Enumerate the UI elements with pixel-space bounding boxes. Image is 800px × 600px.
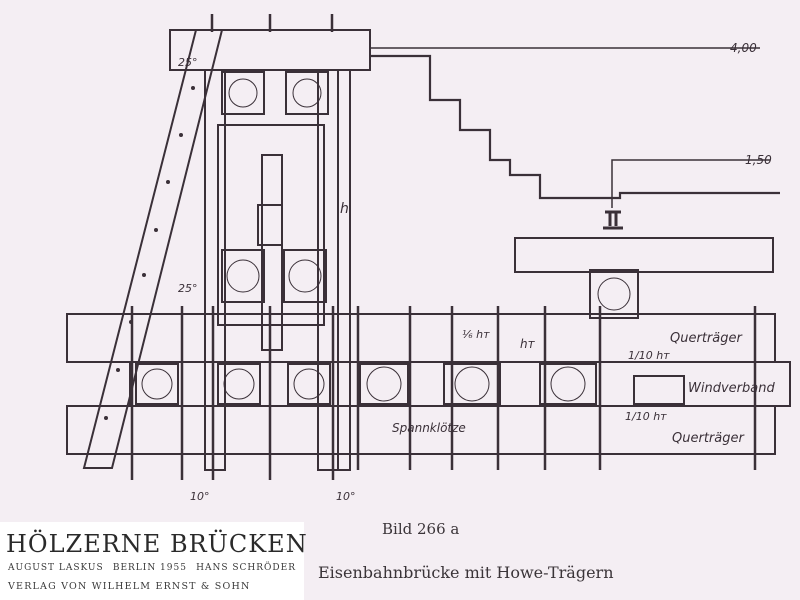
rail [603, 210, 623, 230]
vertical-post [317, 69, 339, 471]
book-authors-row: AUGUST LASKUS BERLIN 1955 HANS SCHRÖDER [8, 563, 296, 573]
level-rail-label: 1,50 [745, 153, 772, 167]
mid-block [221, 249, 265, 303]
spacer-blocks [135, 363, 685, 405]
spannkloetze-label: Spannklötze [392, 421, 466, 435]
center-post [261, 154, 283, 351]
fraction-upper-label: ⅙ hᴛ [462, 328, 490, 341]
vertical-post [204, 69, 226, 471]
lower-cross-beam [66, 405, 776, 455]
upper-block [221, 71, 265, 115]
bolts [130, 14, 757, 480]
angle-bottom-right-label: 10° [336, 490, 356, 503]
vertical-post [337, 69, 351, 471]
book-publisher: VERLAG VON WILHELM ERNST & SOHN [8, 581, 251, 592]
angle-bottom-left-label: 10° [190, 490, 210, 503]
fraction-right-label: 1/10 hᴛ [628, 349, 670, 362]
angle-top-label: 25° [178, 56, 198, 69]
book-author-2: HANS SCHRÖDER [196, 563, 296, 573]
book-place-year: BERLIN 1955 [112, 563, 187, 573]
inclined-strut [82, 29, 224, 469]
quertraeger-lower-label: Querträger [672, 431, 745, 446]
level-top-label: 4,00 [730, 41, 757, 55]
book-title-block: HÖLZERNE BRÜCKEN AUGUST LASKUS BERLIN 19… [0, 522, 307, 600]
mid-block [283, 249, 327, 303]
book-author-1: AUGUST LASKUS [8, 563, 104, 573]
height-label: h [340, 201, 349, 217]
figure-caption: Eisenbahnbrücke mit Howe-Trägern [318, 563, 614, 582]
embankment-profile [370, 54, 780, 200]
height-truss-label: hᴛ [520, 337, 536, 351]
upper-block [285, 71, 329, 115]
sleeper-bearing-block [589, 269, 639, 319]
top-cap-beam [169, 29, 371, 71]
windverband-label: Windverband [688, 381, 775, 396]
sleeper [514, 237, 774, 273]
angle-mid-label: 25° [178, 282, 198, 295]
book-title: HÖLZERNE BRÜCKEN [6, 530, 308, 558]
rail-level-line [611, 159, 770, 208]
figure-number: Bild 266 a [382, 520, 460, 538]
fraction-lower-label: 1/10 hᴛ [625, 410, 667, 423]
small-block [257, 204, 283, 246]
quertraeger-upper-label: Querträger [670, 331, 743, 346]
